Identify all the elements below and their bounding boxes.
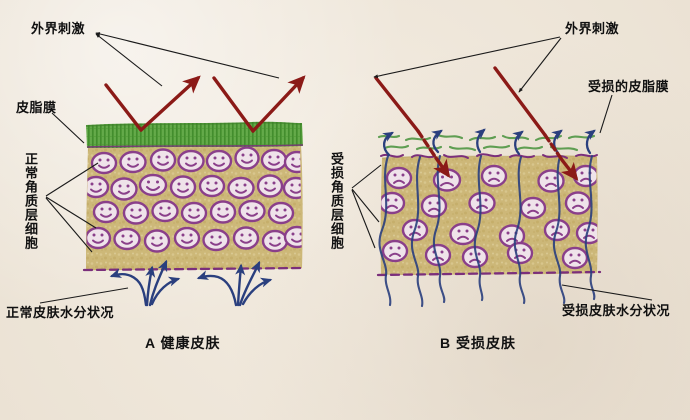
panel-a-sebum-film: [85, 121, 304, 148]
panel-b-water-loss-channels: [378, 154, 596, 308]
label-moisture-left: 正常皮肤水分状况: [6, 305, 115, 320]
panel-b-group: [374, 66, 602, 308]
leader-lines: [39, 32, 653, 304]
panel-a-group: [82, 75, 306, 307]
caption-panel-b: B 受损皮肤: [440, 335, 516, 351]
label-moisture-right: 受损皮肤水分状况: [562, 303, 671, 318]
label-corneocytes-right: 受损角质层细胞: [329, 152, 344, 250]
panel-b-basal-line: [376, 270, 602, 277]
panel-b-sebum-film-broken: [377, 133, 596, 152]
caption-panel-a: A 健康皮肤: [145, 335, 221, 351]
label-external-stimuli-left: 外界刺激: [31, 21, 86, 36]
panel-b-water-escape-arrows: [382, 128, 596, 157]
label-sebum-film-right: 受损的皮脂膜: [588, 79, 670, 94]
label-corneocytes-left: 正常角质层细胞: [23, 152, 38, 250]
label-sebum-film-left: 皮脂膜: [16, 100, 57, 115]
panel-b-corneum-top-broken: [380, 153, 598, 159]
panel-a-water-arrows: [109, 259, 273, 307]
panel-a-stimulus-arrows: [104, 75, 306, 133]
panel-a-basal-line: [82, 266, 306, 272]
panel-b-stimulus-arrows: [374, 66, 579, 181]
label-external-stimuli-right: 外界刺激: [565, 21, 620, 36]
panel-a-corneocytes: [86, 146, 302, 253]
